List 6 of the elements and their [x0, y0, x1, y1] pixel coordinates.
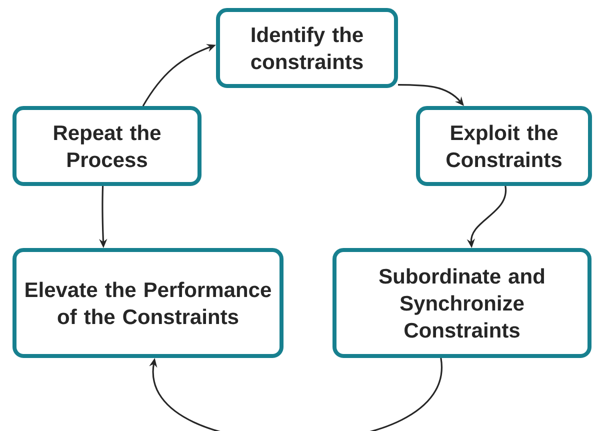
process-box: Identify the constraints: [216, 8, 398, 88]
process-box: Subordinate and Synchronize Constraints: [332, 248, 592, 358]
process-box: Elevate the Performance of the Constraints: [12, 248, 284, 358]
process-box: Repeat the Process: [12, 106, 202, 186]
process-box: Exploit the Constraints: [416, 106, 592, 186]
arrow: [149, 358, 442, 431]
